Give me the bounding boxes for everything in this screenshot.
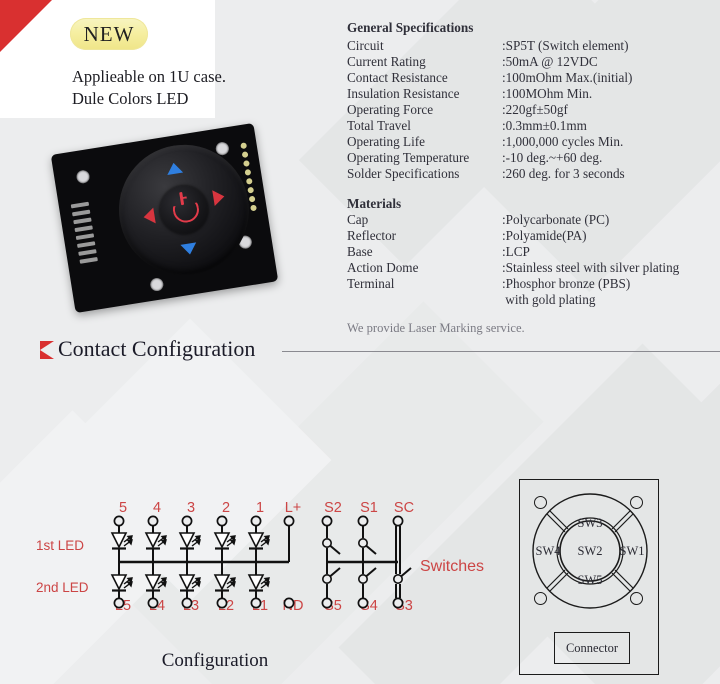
spec-row: Total Travel :0.3mm±0.1mm bbox=[347, 118, 587, 134]
connector-box: Connector bbox=[554, 632, 630, 664]
spec-value: :260 deg. for 3 seconds bbox=[502, 166, 625, 181]
spec-key: Operating Temperature bbox=[347, 150, 470, 165]
spec-row: Insulation Resistance :100MOhm Min. bbox=[347, 86, 592, 102]
spec-value: :100mOhm Max.(initial) bbox=[502, 70, 633, 85]
switch-position-center: SW2 bbox=[577, 544, 603, 558]
spec-key: Contact Resistance bbox=[347, 70, 448, 85]
tagline-line-2: Dule Colors LED bbox=[72, 89, 189, 108]
down-arrow-icon[interactable] bbox=[180, 242, 198, 256]
switch-position-right: SW1 bbox=[619, 544, 645, 558]
material-key: Terminal bbox=[347, 276, 395, 291]
power-icon bbox=[171, 195, 201, 225]
layout-mounting-hole bbox=[630, 496, 643, 509]
switch-layout-diagram: SW3 SW4 SW2 SW1 SW5 Connector bbox=[519, 479, 659, 675]
laser-marking-note: We provide Laser Marking service. bbox=[347, 321, 525, 335]
spec-key: Operating Life bbox=[347, 134, 425, 149]
terminal-label-top: SC bbox=[393, 500, 415, 516]
material-row: Action Dome :Stainless steel with silver … bbox=[347, 260, 679, 276]
section-divider bbox=[282, 351, 720, 352]
row-label-second-led: 2nd LED bbox=[36, 580, 89, 595]
spec-row: Circuit :SP5T (Switch element) bbox=[347, 38, 629, 54]
spec-key: Insulation Resistance bbox=[347, 86, 460, 101]
diagram-caption: Configuration bbox=[161, 650, 269, 671]
material-key: Action Dome bbox=[347, 260, 419, 275]
navigation-pad[interactable] bbox=[109, 135, 259, 285]
material-key: Reflector bbox=[347, 228, 397, 243]
materials-heading: Materials bbox=[347, 196, 402, 211]
material-value: :LCP bbox=[502, 244, 530, 259]
left-arrow-icon[interactable] bbox=[142, 207, 156, 226]
spec-key: Circuit bbox=[347, 38, 384, 53]
material-row: with gold plating bbox=[347, 292, 595, 308]
material-value: :Stainless steel with silver plating bbox=[502, 260, 680, 275]
layout-mounting-hole bbox=[534, 496, 547, 509]
switch-position-top: SW3 bbox=[577, 516, 603, 530]
material-key: Base bbox=[347, 244, 373, 259]
material-row: Cap :Polycarbonate (PC) bbox=[347, 212, 609, 228]
product-photo bbox=[50, 122, 279, 314]
spec-value: :100MOhm Min. bbox=[502, 86, 593, 101]
mounting-hole bbox=[75, 169, 91, 185]
material-row: Reflector :Polyamide(PA) bbox=[347, 228, 587, 244]
up-arrow-icon[interactable] bbox=[165, 161, 184, 176]
corner-accent-triangle bbox=[0, 0, 52, 52]
terminal-label-top: 4 bbox=[152, 500, 162, 516]
spec-key: Solder Specifications bbox=[347, 166, 460, 181]
pcb-board bbox=[50, 122, 279, 314]
spec-key: Total Travel bbox=[347, 118, 411, 133]
spec-row: Contact Resistance :100mOhm Max.(initial) bbox=[347, 70, 632, 86]
product-tagline: Applieable on 1U case. Dule Colors LED bbox=[72, 66, 322, 110]
mounting-hole bbox=[149, 277, 165, 292]
material-row: Base :LCP bbox=[347, 244, 530, 260]
connector-pins bbox=[70, 200, 107, 267]
spec-row: Solder Specifications :260 deg. for 3 sec… bbox=[347, 166, 625, 182]
terminal-label-top: S2 bbox=[324, 500, 342, 516]
layout-mounting-hole bbox=[534, 592, 547, 605]
terminal-label-top: 2 bbox=[221, 500, 231, 516]
layout-svg bbox=[532, 493, 648, 609]
material-row: Terminal :Phosphor bronze (PBS) bbox=[347, 276, 630, 292]
spec-value: :-10 deg.~+60 deg. bbox=[502, 150, 603, 165]
material-value: :Polyamide(PA) bbox=[502, 228, 587, 243]
schematic-svg bbox=[110, 515, 412, 609]
tagline-line-1: Applieable on 1U case. bbox=[72, 67, 226, 86]
spec-row: Operating Temperature :-10 deg.~+60 deg. bbox=[347, 150, 602, 166]
new-badge: NEW bbox=[70, 18, 148, 50]
center-button[interactable] bbox=[156, 182, 212, 238]
terminal-label-top: S1 bbox=[360, 500, 378, 516]
terminal-label-top: 1 bbox=[255, 500, 265, 516]
spec-value: :SP5T (Switch element) bbox=[502, 38, 629, 53]
switch-position-left: SW4 bbox=[535, 544, 561, 558]
spec-value: :220gf±50gf bbox=[502, 102, 568, 117]
terminal-label-top: L+ bbox=[284, 500, 302, 516]
section-flag-icon bbox=[40, 341, 54, 359]
spec-value: :50mA @ 12VDC bbox=[502, 54, 598, 69]
spec-value: :1,000,000 cycles Min. bbox=[502, 134, 624, 149]
terminal-label-top: 3 bbox=[186, 500, 196, 516]
material-value: with gold plating bbox=[502, 292, 596, 307]
switches-label: Switches bbox=[420, 558, 485, 575]
general-specifications-heading: General Specifications bbox=[347, 20, 474, 35]
contact-configuration-diagram: 1st LED 2nd LED Switches 5 4 3 2 1 L+ S2… bbox=[0, 470, 500, 684]
section-title: Contact Configuration bbox=[58, 336, 256, 361]
spec-row: Operating Force :220gf±50gf bbox=[347, 102, 568, 118]
spec-key: Current Rating bbox=[347, 54, 426, 69]
spec-value: :0.3mm±0.1mm bbox=[502, 118, 587, 133]
switch-position-bottom: SW5 bbox=[577, 573, 603, 587]
spec-key: Operating Force bbox=[347, 102, 434, 117]
spec-row: Current Rating :50mA @ 12VDC bbox=[347, 54, 598, 70]
material-key: Cap bbox=[347, 212, 369, 227]
layout-mounting-hole bbox=[630, 592, 643, 605]
row-label-first-led: 1st LED bbox=[36, 538, 85, 553]
terminal-label-top: 5 bbox=[118, 500, 128, 516]
right-arrow-icon[interactable] bbox=[212, 188, 226, 206]
material-value: :Phosphor bronze (PBS) bbox=[502, 276, 631, 291]
spec-row: Operating Life :1,000,000 cycles Min. bbox=[347, 134, 623, 150]
material-value: :Polycarbonate (PC) bbox=[502, 212, 610, 227]
